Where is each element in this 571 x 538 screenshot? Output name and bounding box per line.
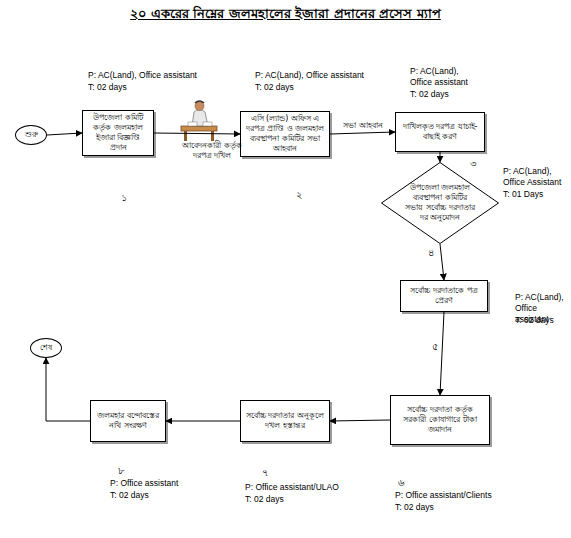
end-oval: শেষ (30, 338, 62, 358)
flow-arrow (440, 244, 444, 280)
desk-leg (211, 131, 214, 141)
process-box: এসি (ল্যান্ড) অফিস এ দরপত্র প্রাপ্তি ও জ… (240, 111, 330, 157)
flow-arrow (330, 132, 395, 134)
annotation-text: T: 02 days (110, 490, 190, 501)
node-text: উপজেলা জলমহাল ব্যবস্থাপনা কমিটির সভায় স… (403, 183, 477, 223)
annotation-text: P: AC(Land), Office assistant (88, 70, 228, 81)
node-text-group: শুরু (21, 128, 42, 142)
node-text-group: সর্বোচ্চ দরদাতা কর্তৃক সরকারী কোষাগারে ট… (391, 403, 489, 437)
annotation-text: P: AC(Land), Office assistant (410, 66, 482, 88)
node-text-group: এসি (ল্যান্ড) অফিস এ দরপত্র প্রাপ্তি ও জ… (241, 112, 329, 156)
applicant-illustration (181, 101, 217, 141)
process-box: সর্বোচ্চ দরদাতাকে পত্র প্রেরণ (400, 280, 488, 312)
diamond-shape (382, 163, 499, 244)
node-text: সর্বোচ্চ দরদাতা কর্তৃক সরকারী কোষাগারে ট… (395, 405, 485, 435)
annotation-text: P: Office assistant/ULAO (245, 482, 385, 493)
annotation-text: T: 02 days (255, 82, 335, 93)
annotation-text: T: 02 days (245, 494, 325, 505)
annotation-text: P: Office assistant (110, 478, 230, 489)
process-box: দাখিলকৃত দরপত্র যাচাই-বাছাই করণ (395, 112, 485, 152)
process-box: জলমহার বন্দোবস্তের নথি সংরক্ষণ (90, 400, 166, 442)
annotation-text: T: 02 days (410, 89, 482, 100)
node-text: উপজেলা কমিটি কর্তৃক জলমহাল ইজারা বিজ্ঞপ্… (87, 113, 149, 153)
node-text: সর্বোচ্চ দরদাতাকে পত্র প্রেরণ (405, 286, 483, 306)
flow-arrow (154, 133, 240, 134)
paper (203, 122, 212, 126)
callout-number: ৩ (470, 157, 484, 170)
callout-number: ৬ (398, 476, 412, 489)
node-text-group: শেষ (36, 341, 56, 355)
node-text-group: উপজেলা কমিটি কর্তৃক জলমহাল ইজারা বিজ্ঞপ্… (83, 111, 153, 155)
flow-arrow (166, 421, 240, 422)
process-box: সর্বোচ্চ দরদাতা কর্তৃক সরকারী কোষাগারে ট… (390, 395, 490, 445)
callout-number: ৪ (428, 246, 442, 259)
node-text: শুরু (25, 130, 38, 140)
process-box: সর্বোচ্চ দরদাতার অনুকূলে দখল হস্তান্তর (240, 400, 330, 442)
flow-arrow (46, 358, 90, 421)
flow-arrow (330, 420, 390, 421)
flow-arrow (440, 152, 441, 162)
annotation-text: P: Office assistant/Clients (395, 490, 535, 501)
edge-label: সভা আহবান (336, 121, 390, 131)
person-body (192, 110, 208, 127)
person-hair (195, 101, 204, 103)
node-text-group: জলমহার বন্দোবস্তের নথি সংরক্ষণ (91, 409, 165, 433)
desk-top (181, 126, 217, 131)
decision-diamond: উপজেলা জলমহাল ব্যবস্থাপনা কমিটির সভায় স… (381, 162, 499, 244)
annotation-text: P: AC(Land), Office Assistant (503, 166, 569, 188)
node-text: শেষ (40, 343, 52, 353)
node-text-group: সর্বোচ্চ দরদাতাকে পত্র প্রেরণ (401, 284, 487, 308)
node-text: এসি (ল্যান্ড) অফিস এ দরপত্র প্রাপ্তি ও জ… (245, 114, 325, 154)
process-box: উপজেলা কমিটি কর্তৃক জলমহাল ইজারা বিজ্ঞপ্… (82, 110, 154, 156)
annotation-text: P: AC(Land), Office assistant (255, 70, 395, 81)
node-text-group: সর্বোচ্চ দরদাতার অনুকূলে দখল হস্তান্তর (241, 409, 329, 433)
person-head (195, 102, 204, 111)
callout-number: ২ (296, 188, 310, 201)
node-text-group: উপজেলা জলমহাল ব্যবস্থাপনা কমিটির সভায় স… (381, 183, 499, 223)
annotation-text: T: 02 days (395, 502, 475, 513)
flow-arrow (440, 312, 444, 395)
desk-leg (184, 131, 187, 141)
callout-number: ৭ (262, 466, 276, 479)
annotation-text: T: 01 Days (503, 189, 569, 200)
annotation-text: T: 02 days (515, 315, 571, 326)
node-text-group: দাখিলকৃত দরপত্র যাচাই-বাছাই করণ (396, 120, 484, 144)
annotation-text: T: 02 days (88, 82, 168, 93)
node-text: দাখিলকৃত দরপত্র যাচাই-বাছাই করণ (400, 122, 480, 142)
start-oval: শুরু (15, 125, 47, 145)
node-text: সর্বোচ্চ দরদাতার অনুকূলে দখল হস্তান্তর (245, 411, 325, 431)
flow-arrow (47, 133, 82, 135)
node-text: জলমহার বন্দোবস্তের নথি সংরক্ষণ (95, 411, 161, 431)
callout-number: ৮ (118, 464, 132, 477)
callout-number: ১ (121, 191, 135, 204)
diagram-title: ২০ একরের নিম্নের জলমহালের ইজারা প্রদানের… (0, 4, 571, 25)
paper (188, 122, 197, 126)
edge-label: আবেদনকারী কর্তৃক দরপত্র দখিল (176, 141, 248, 161)
callout-number: ৫ (432, 340, 446, 353)
